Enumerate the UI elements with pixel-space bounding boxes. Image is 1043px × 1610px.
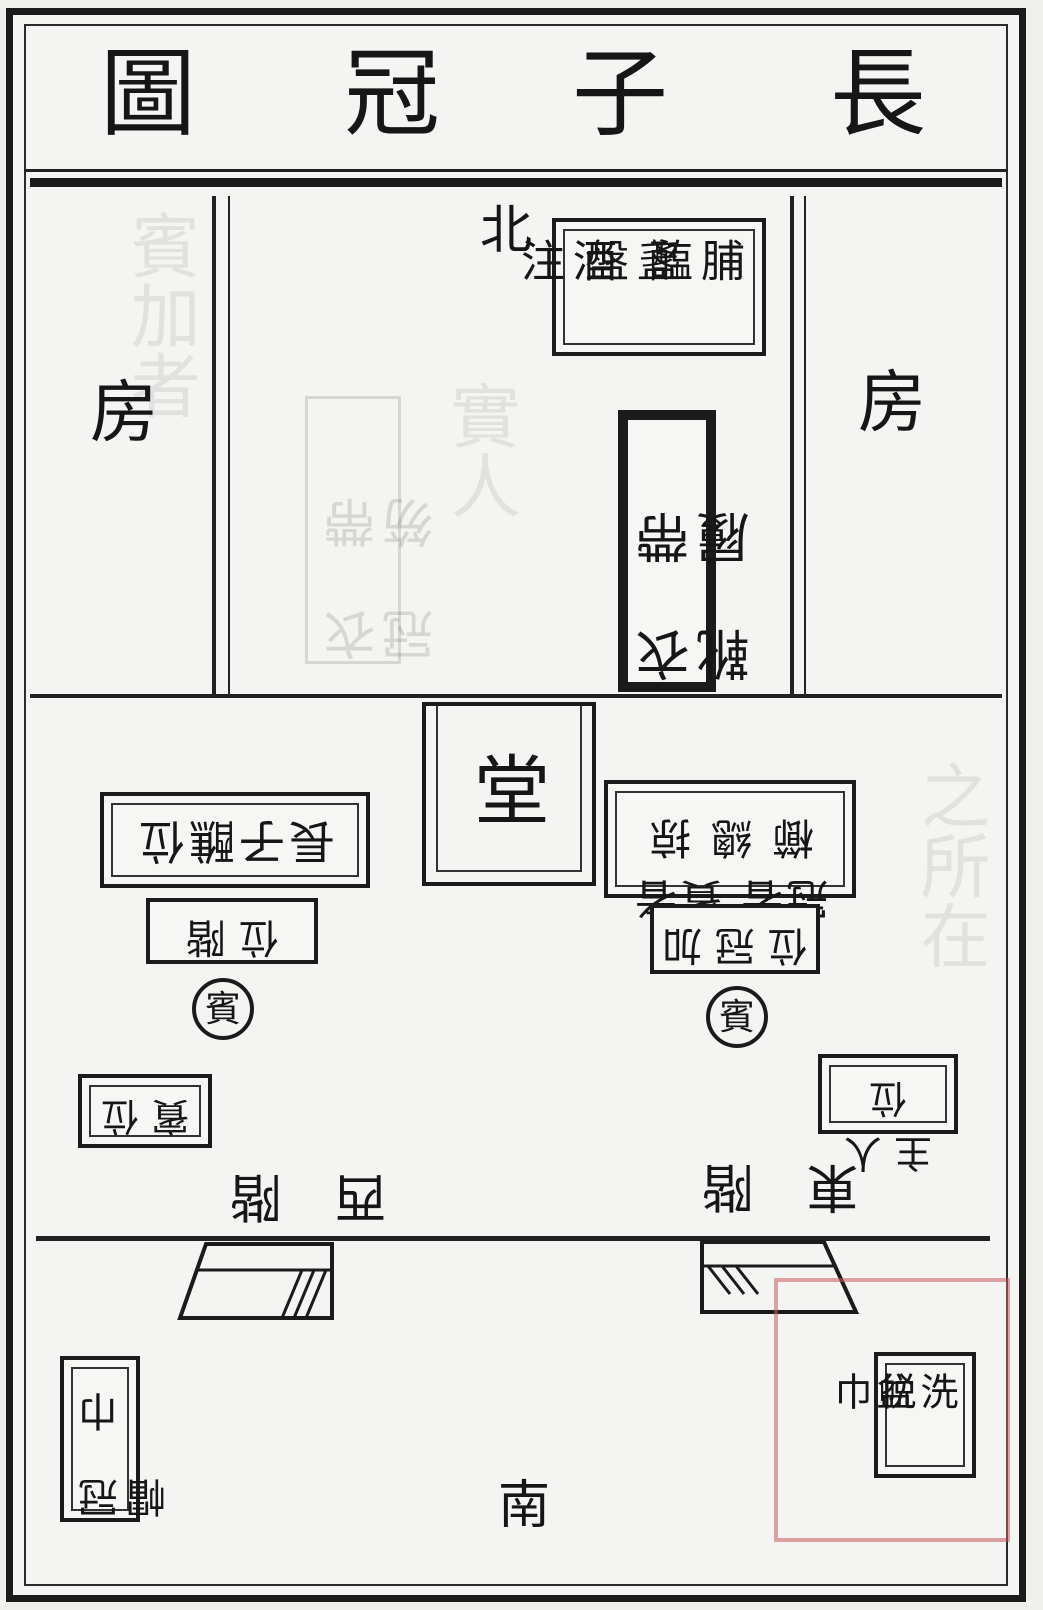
guest-circle-left: 賓: [192, 978, 254, 1040]
bleed-through-text: 賓加者: [119, 210, 201, 420]
courtyard-rule: [36, 1236, 990, 1241]
west-room-wall: [212, 196, 216, 694]
garments-text: 衣 帶 靴 履: [636, 511, 759, 682]
hall-box: 堂: [422, 702, 596, 886]
title-char-1: 長: [830, 38, 926, 150]
west-stairs-drawing: [177, 1242, 334, 1320]
son-seat-box: 長子醮位: [100, 792, 370, 888]
guest-circle-right: 賓: [706, 986, 768, 1048]
title-char-4: 圖: [100, 38, 196, 150]
west-stairs-label: 西 階: [212, 1166, 387, 1226]
seat-box-right: 位 冠 加: [650, 904, 820, 974]
title-char-2: 子: [572, 38, 668, 150]
vessels-box: 脯 醢 盞 盤 酒 注: [513, 218, 766, 356]
vessels-col-2: 盞 盤: [577, 238, 680, 282]
guest-seat-text: 賓 位: [100, 1094, 190, 1138]
bleed-through-text: 實人: [439, 380, 521, 520]
seat-text-right: 位 冠 加: [662, 922, 808, 968]
east-stairs-drawing: [700, 1240, 860, 1314]
title-char-3: 冠: [344, 38, 440, 150]
garments-box: 衣 帶 靴 履: [618, 410, 759, 692]
south-label: 南: [498, 1476, 551, 1536]
vessels-col-3: 酒 注: [513, 238, 616, 282]
seat-text-left: 位 階: [185, 914, 279, 960]
basin-box: 洗 盆 帨 巾: [828, 1352, 976, 1478]
basin-col-2: 帨 巾: [828, 1372, 916, 1410]
guest-seat-box: 賓 位: [78, 1074, 212, 1148]
east-stairs-label: 東 階: [684, 1156, 859, 1216]
basin-col-1: 洗 盆: [870, 1372, 958, 1410]
bleed-through-text: 之所在: [909, 760, 991, 970]
east-room-wall: [790, 196, 794, 694]
library-seal: [774, 1278, 1010, 1542]
cap-text: 冠 巾 帽: [79, 1392, 173, 1518]
hall-label: 堂: [474, 747, 550, 836]
title-rule: [30, 178, 1002, 187]
west-room-label: 房: [90, 374, 159, 453]
vessels-col-1: 脯 醢: [641, 238, 744, 282]
cap-box: 冠 巾 帽: [60, 1356, 173, 1522]
seat-box-left: 位 階: [146, 898, 318, 964]
north-label: 北: [480, 201, 533, 261]
son-seat-text: 長子醮位: [135, 814, 335, 868]
inner-frame: [24, 24, 1008, 1586]
ceremony-items-box: 冠者 賓者 櫛 總 掠: [604, 780, 856, 923]
west-room-wall-inner: [228, 196, 230, 694]
east-room-wall-inner: [804, 196, 806, 694]
hall-rule: [30, 694, 1002, 698]
host-seat-box: 主 人 位: [818, 1054, 958, 1175]
clothes-table-text: 衣 帶 冠 笏: [325, 497, 443, 661]
title-band: [24, 24, 1008, 172]
clothes-table-box: 衣 帶 冠 笏: [305, 396, 443, 664]
east-room-label: 房: [858, 364, 927, 443]
